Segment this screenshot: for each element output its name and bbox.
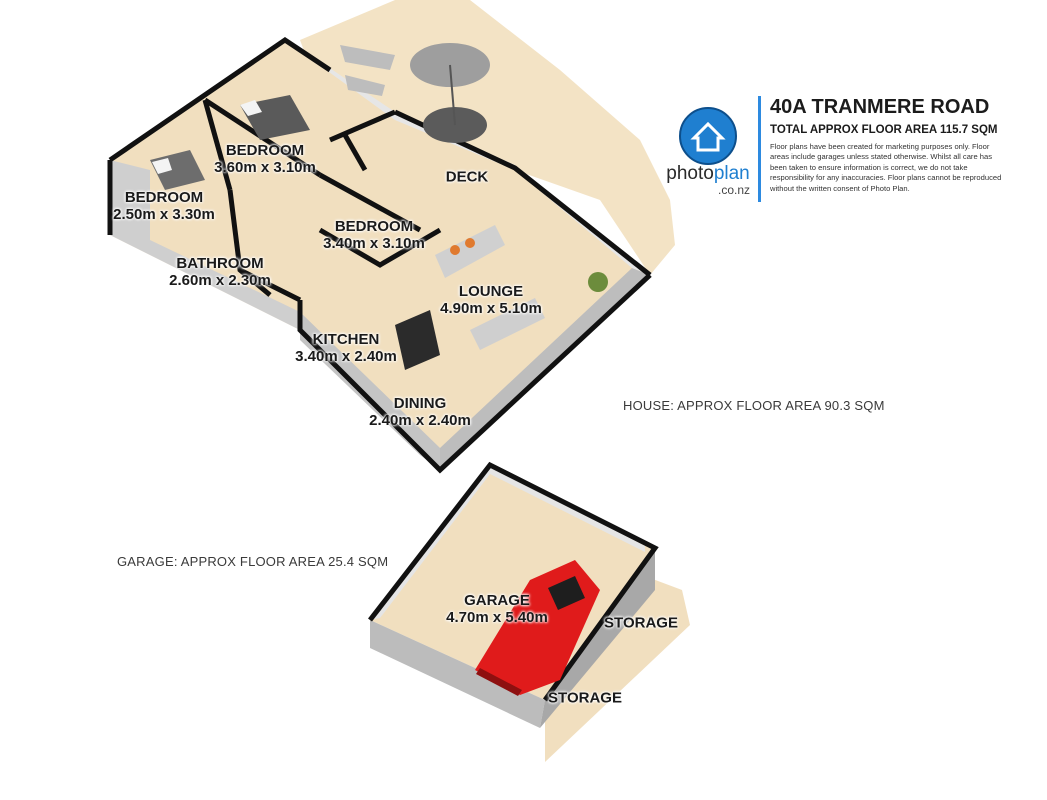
room-label-storage-bottom: STORAGE xyxy=(548,690,622,707)
room-size: 3.60m x 3.10m xyxy=(214,159,316,176)
room-name: BEDROOM xyxy=(225,142,305,159)
header-block: photoplan .co.nz 40A TRANMERE ROAD TOTAL… xyxy=(660,96,1040,206)
room-size: 3.40m x 3.10m xyxy=(323,235,425,252)
room-name: DINING xyxy=(393,395,447,412)
logo-word-a: photo xyxy=(666,163,714,184)
deck-area xyxy=(300,0,675,275)
room-label-kitchen: KITCHEN 3.40m x 2.40m xyxy=(295,331,397,365)
total-floor-area: TOTAL APPROX FLOOR AREA 115.7 SQM xyxy=(770,124,998,136)
room-label-lounge: LOUNGE 4.90m x 5.10m xyxy=(440,283,542,317)
kitchen-island xyxy=(395,310,440,370)
room-label-deck: DECK xyxy=(446,169,489,186)
car-icon xyxy=(475,560,600,696)
garage-wall-face-right xyxy=(540,548,655,728)
garage-floor xyxy=(370,465,655,700)
house-wall-face-left xyxy=(110,160,300,330)
room-name: STORAGE xyxy=(604,614,678,632)
room-label-bedroom-mid: BEDROOM 3.40m x 3.10m xyxy=(323,218,425,252)
garage-wall-face-left xyxy=(370,620,545,728)
house-area-note: HOUSE: APPROX FLOOR AREA 90.3 SQM xyxy=(623,398,885,413)
room-name: BATHROOM xyxy=(176,255,264,272)
room-size: 3.40m x 2.40m xyxy=(295,348,397,365)
room-size: 4.70m x 5.40m xyxy=(446,609,548,626)
storage-area xyxy=(545,578,690,762)
room-name: BEDROOM xyxy=(124,189,204,206)
house-wall-face-back xyxy=(285,38,650,275)
room-size: 2.40m x 2.40m xyxy=(369,412,471,429)
room-name: STORAGE xyxy=(548,689,622,707)
room-label-garage: GARAGE 4.70m x 5.40m xyxy=(446,592,548,626)
room-name: GARAGE xyxy=(464,592,530,609)
room-size: 4.90m x 5.10m xyxy=(440,300,542,317)
room-name: DECK xyxy=(445,168,489,186)
room-name: KITCHEN xyxy=(312,331,380,348)
logo-word-b: plan xyxy=(713,163,750,184)
umbrella-table-icon xyxy=(410,43,490,143)
header-divider xyxy=(758,96,761,202)
bed-icon xyxy=(150,95,310,190)
sofa-icon xyxy=(435,225,545,350)
house-logo-icon xyxy=(679,107,737,165)
room-name: BEDROOM xyxy=(334,218,414,235)
plant-icon xyxy=(588,272,608,292)
room-size: 2.60m x 2.30m xyxy=(169,272,271,289)
garage-walls xyxy=(368,461,659,702)
room-label-bedroom-top: BEDROOM 3.60m x 3.10m xyxy=(214,142,316,176)
house-wall-face-bottom xyxy=(300,312,440,470)
room-label-storage-right: STORAGE xyxy=(604,615,678,632)
disclaimer-text: Floor plans have been created for market… xyxy=(770,142,1002,193)
house-floor xyxy=(110,40,650,470)
garage-area-note: GARAGE: APPROX FLOOR AREA 25.4 SQM xyxy=(117,554,389,569)
room-label-bedroom-left: BEDROOM 2.50m x 3.30m xyxy=(113,189,215,223)
room-label-dining: DINING 2.40m x 2.40m xyxy=(369,395,471,429)
room-label-bathroom: BATHROOM 2.60m x 2.30m xyxy=(169,255,271,289)
lounger-icon xyxy=(340,45,395,96)
property-title: 40A TRANMERE ROAD xyxy=(770,96,990,118)
room-name: LOUNGE xyxy=(458,283,524,300)
brand-logo-text: photoplan .co.nz xyxy=(660,163,756,198)
logo-domain: .co.nz xyxy=(717,183,750,197)
room-size: 2.50m x 3.30m xyxy=(113,206,215,223)
